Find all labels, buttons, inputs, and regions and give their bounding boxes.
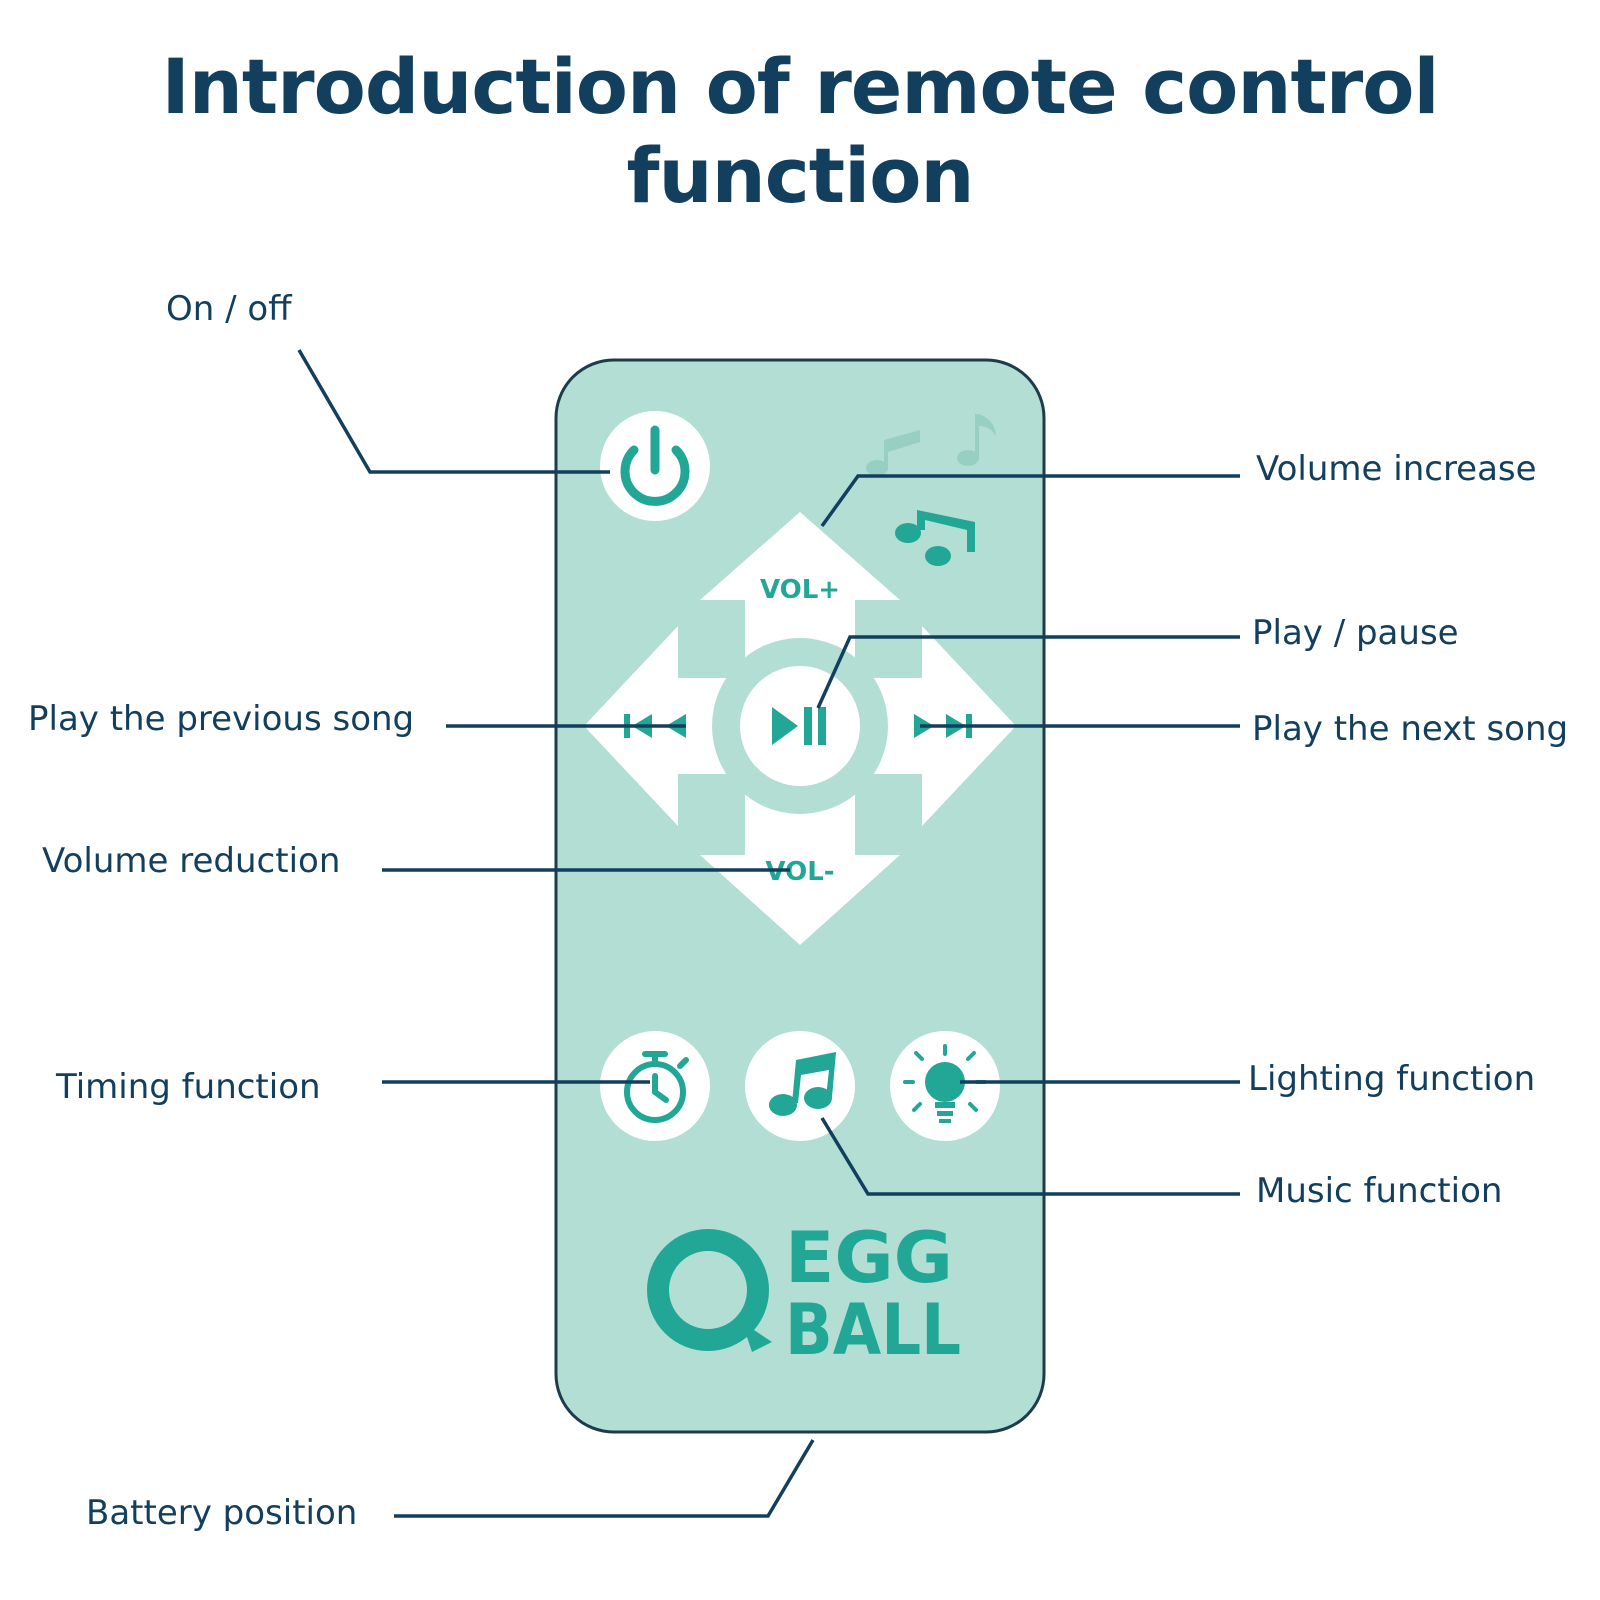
label-battery: Battery position: [86, 1493, 358, 1533]
timer-button[interactable]: [600, 1031, 710, 1141]
music-note-icon: [769, 1052, 836, 1116]
page-title: Introduction of remote control function: [161, 42, 1439, 220]
brand-ball: BALL: [785, 1289, 961, 1371]
vol-up-button[interactable]: [700, 512, 900, 672]
leader-music: [820, 1117, 1240, 1196]
label-previous-song: Play the previous song: [28, 699, 415, 739]
decorative-notes-icon: [866, 414, 996, 566]
label-lighting: Lighting function: [1248, 1059, 1536, 1099]
vol-down-button[interactable]: [700, 787, 900, 945]
leader-battery: [394, 1439, 815, 1518]
timer-icon: [624, 1051, 689, 1123]
power-button[interactable]: [600, 411, 710, 521]
label-volume-increase: Volume increase: [1256, 449, 1537, 489]
label-volume-reduction: Volume reduction: [42, 841, 341, 881]
leader-volume-increase: [820, 474, 1240, 528]
leader-on-off: [297, 349, 610, 474]
leader-play-pause[interactable]: [816, 635, 1240, 709]
label-next-song: Play the next song: [1252, 709, 1569, 749]
music-button[interactable]: [745, 1031, 855, 1141]
label-play-pause: Play / pause: [1252, 613, 1459, 653]
brand-logo: EGG BALL: [647, 1217, 961, 1371]
label-music: Music function: [1256, 1171, 1503, 1211]
vol-up-label: VOL+: [760, 575, 840, 605]
label-on-off: On / off: [166, 289, 292, 329]
power-icon: [620, 425, 690, 506]
play-pause-icon: [772, 707, 826, 745]
brand-egg: EGG: [785, 1217, 953, 1299]
play-pause-button[interactable]: [740, 666, 860, 786]
leader-lines: [297, 349, 1240, 1518]
light-button[interactable]: [890, 1031, 1000, 1141]
label-timing: Timing function: [56, 1067, 321, 1107]
vol-down-label: VOL-: [765, 857, 834, 887]
q-logo-icon: [647, 1229, 772, 1352]
